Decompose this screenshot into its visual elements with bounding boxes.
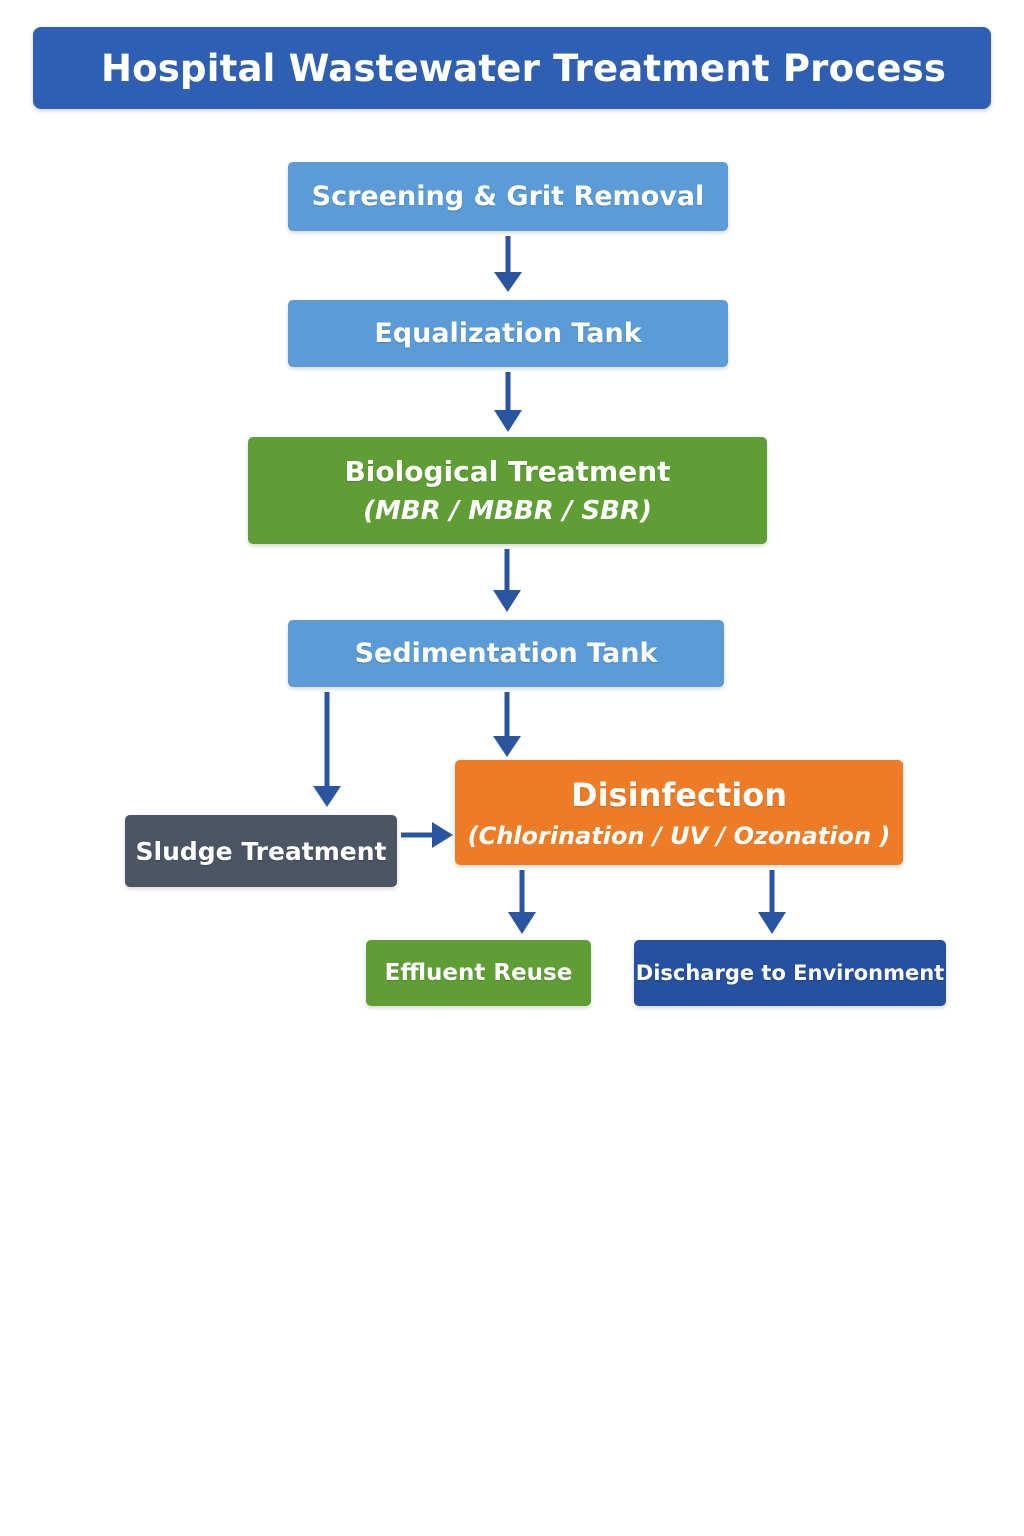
node-label: Effluent Reuse (384, 960, 573, 986)
node-label: Sludge Treatment (135, 836, 387, 866)
arrow-sedimentation-to-disinfection (493, 692, 521, 757)
node-screening-grit-removal: Screening & Grit Removal (288, 162, 728, 231)
node-disinfection: Disinfection (Chlorination / UV / Ozonat… (455, 760, 903, 865)
arrow-sludge-to-disinfection (401, 822, 453, 848)
node-sludge-treatment: Sludge Treatment (125, 815, 397, 887)
node-label: Sedimentation Tank (354, 638, 658, 669)
node-label: Biological Treatment (344, 455, 671, 488)
node-discharge-to-environment: Discharge to Environment (634, 940, 946, 1006)
node-sublabel: (MBR / MBBR / SBR) (363, 496, 652, 526)
node-sedimentation-tank: Sedimentation Tank (288, 620, 724, 687)
arrow-screening-to-equalization (494, 236, 522, 292)
diagram-title: Hospital Wastewater Treatment Process (101, 46, 947, 90)
arrow-equalization-to-biological (494, 372, 522, 432)
node-label: Equalization Tank (374, 318, 642, 349)
arrow-sedimentation-to-sludge (313, 692, 341, 807)
node-equalization-tank: Equalization Tank (288, 300, 728, 367)
node-label: Screening & Grit Removal (311, 181, 705, 212)
arrow-biological-to-sedimentation (493, 549, 521, 612)
title-banner: Hospital Wastewater Treatment Process (33, 27, 991, 109)
node-label: Disinfection (571, 775, 787, 814)
arrow-disinfection-to-discharge (758, 870, 786, 934)
node-sublabel: (Chlorination / UV / Ozonation ) (467, 821, 891, 850)
node-effluent-reuse: Effluent Reuse (366, 940, 591, 1006)
node-biological-treatment: Biological Treatment (MBR / MBBR / SBR) (248, 437, 767, 544)
arrow-disinfection-to-reuse (508, 870, 536, 934)
node-label: Discharge to Environment (635, 961, 945, 985)
